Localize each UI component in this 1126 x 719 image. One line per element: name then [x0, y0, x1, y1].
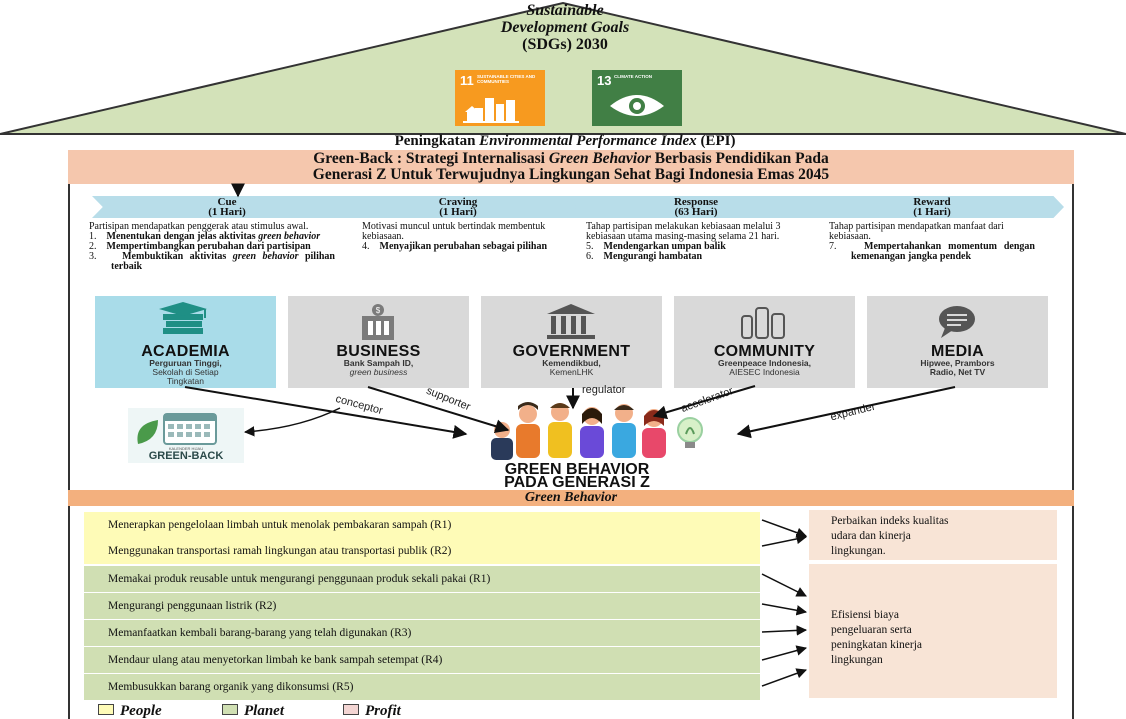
sdg-13-badge: 13 CLIMATE ACTION: [592, 70, 682, 126]
stakeholder-name: COMMUNITY: [713, 343, 816, 360]
behavior-row: Membusukkan barang organik yang dikonsum…: [84, 674, 760, 700]
main-title: Green-Back : Strategi Internalisasi Gree…: [68, 150, 1074, 184]
craving-text: Motivasi muncul untuk bertindak membentu…: [362, 221, 548, 252]
stakeholder-examples: Greenpeace Indonesia, AIESEC Indonesia: [717, 358, 812, 377]
sdg-title: Sustainable Development Goals (SDGs) 203…: [500, 2, 630, 53]
stakeholder-examples: Kemendikbud, KemenLHK: [542, 358, 601, 377]
sdg-13-label: CLIMATE ACTION: [614, 74, 652, 79]
green-behavior-bar: Green Behavior: [68, 490, 1074, 506]
outcome-cost-efficiency: Efisiensi biaya pengeluaran serta pening…: [809, 564, 1057, 698]
stakeholder-government: GOVERNMENT Kemendikbud, KemenLHK: [481, 296, 662, 388]
chat-bubble-icon: [939, 306, 975, 338]
greenback-small-label: KALENDER HIJAU: [168, 446, 204, 451]
step-craving: Craving(1 Hari): [328, 196, 588, 218]
legend-planet: Planet: [222, 703, 284, 719]
stakeholder-community: COMMUNITY Greenpeace Indonesia, AIESEC I…: [674, 296, 855, 388]
calendar-leaf-icon: [137, 413, 217, 445]
behavior-row: Memakai produk reusable untuk mengurangi…: [84, 566, 760, 592]
reward-text: Tahap partisipan mendapatkan manfaat dar…: [829, 221, 1035, 262]
stakeholder-name: GOVERNMENT: [512, 343, 631, 360]
behavior-row: Mengurangi penggunaan listrik (R2): [84, 593, 760, 619]
stakeholder-name: BUSINESS: [336, 343, 421, 360]
green-behavior-genz-title: GREEN BEHAVIOR PADA GENERASI Z: [504, 461, 650, 491]
epi-heading: Peningkatan Environmental Performance In…: [394, 133, 736, 149]
outcome-air-quality: Perbaikan indeks kualitas udara dan kine…: [809, 510, 1057, 560]
svg-text:$: $: [376, 306, 381, 315]
sdg-11-label: SUSTAINABLE CITIES AND COMMUNITIES: [477, 74, 536, 84]
building-icon: $: [362, 304, 394, 340]
city-icon: [463, 98, 519, 123]
sdg-11-number: 11: [460, 73, 474, 88]
step-reward: Reward(1 Hari): [800, 196, 1064, 218]
stakeholder-name: MEDIA: [930, 343, 985, 360]
legend-people: People: [98, 703, 162, 719]
genz-people-illustration: [491, 402, 703, 460]
step-cue: Cue(1 Hari): [92, 196, 362, 218]
legend-profit: Profit: [343, 703, 401, 719]
stakeholder-examples: Perguruan Tinggi, Sekolah di Setiap Ting…: [149, 358, 222, 386]
response-text: Tahap partisipan melakukan kebiasaan mel…: [586, 221, 781, 262]
roof: [0, 1, 1126, 135]
stakeholder-examples: Hipwee, Prambors Radio, Net TV: [920, 358, 995, 377]
stakeholder-examples: Bank Sampah ID, green business: [343, 358, 414, 377]
government-building-icon: [547, 304, 595, 339]
stakeholder-name: ACADEMIA: [141, 343, 230, 360]
raised-hands-icon: [741, 307, 785, 339]
eye-globe-icon: [610, 95, 664, 116]
greenback-logo: KALENDER HIJAU GREEN-BACK: [128, 408, 244, 463]
stakeholder-business: $ BUSINESS Bank Sampah ID, green busines…: [288, 296, 469, 388]
behavior-row: Menggunakan transportasi ramah lingkunga…: [84, 538, 760, 564]
cue-text: Partisipan mendapatkan penggerak atau st…: [89, 221, 335, 272]
behavior-row: Mendaur ulang atau menyetorkan limbah ke…: [84, 647, 760, 673]
role-regulator: regulator: [582, 384, 626, 396]
graduation-books-icon: [159, 302, 207, 334]
sdg-13-number: 13: [597, 73, 612, 88]
behavior-row: Menerapkan pengelolaan limbah untuk meno…: [84, 512, 760, 538]
greenback-name: GREEN-BACK: [148, 450, 224, 462]
step-response: Response(63 Hari): [556, 196, 836, 218]
behavior-row: Memanfaatkan kembali barang-barang yang …: [84, 620, 760, 646]
stakeholder-media: MEDIA Hipwee, Prambors Radio, Net TV: [867, 296, 1048, 388]
sdg-11-badge: 11 SUSTAINABLE CITIES AND COMMUNITIES: [455, 70, 545, 126]
stakeholder-academia: ACADEMIA Perguruan Tinggi, Sekolah di Se…: [95, 296, 276, 388]
